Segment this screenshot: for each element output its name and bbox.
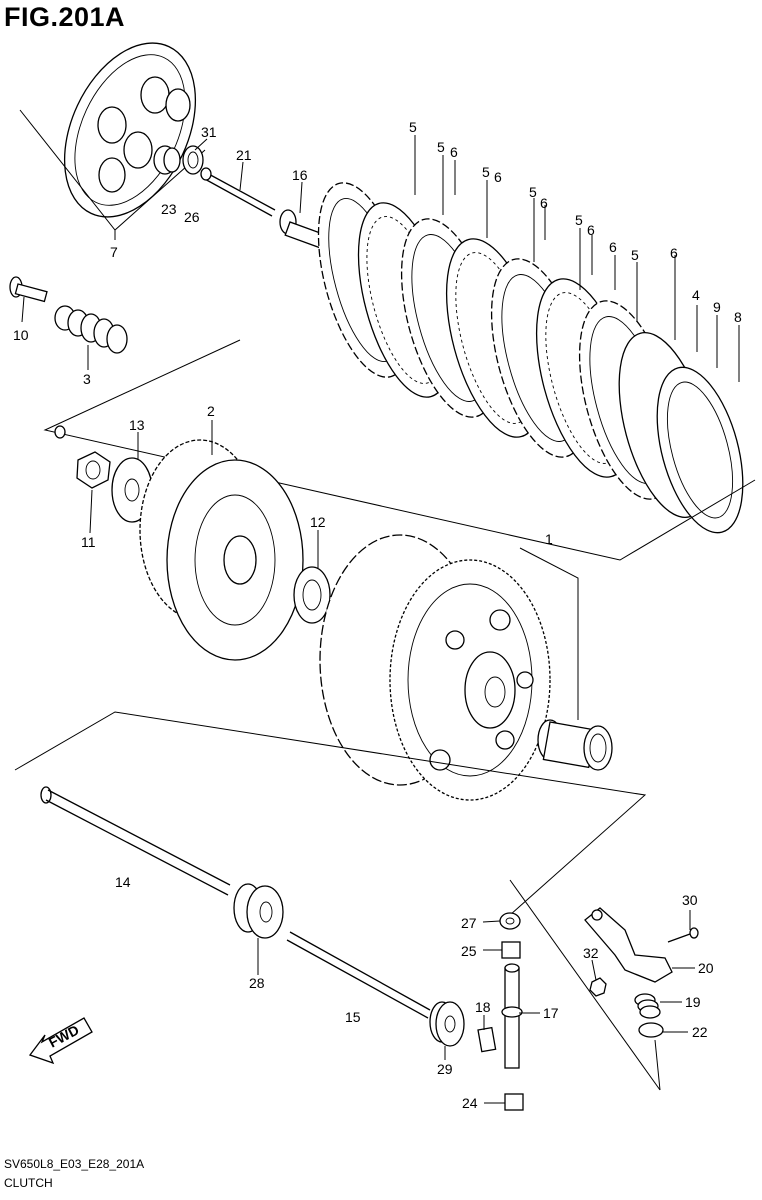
- callout-15: 15: [345, 1009, 361, 1025]
- rod-14-part: [40, 786, 231, 896]
- callout-6: 6: [450, 144, 458, 160]
- release-shaft-17-part: [501, 963, 523, 1069]
- callout-25: 25: [461, 943, 477, 959]
- washer-22-part: [638, 1022, 664, 1038]
- figure-title: FIG.201A: [4, 2, 126, 32]
- callout-32: 32: [583, 945, 599, 961]
- nut-11-part: [76, 451, 111, 489]
- bracket-line: [14, 711, 647, 916]
- callout-9: 9: [713, 299, 721, 315]
- primary-driven-gear-1-part: [319, 534, 551, 801]
- bearing-24-part: [504, 1093, 524, 1111]
- callout-7: 7: [110, 244, 118, 260]
- callout-26: 26: [184, 209, 200, 225]
- callout-3: 3: [83, 371, 91, 387]
- callout-22: 22: [692, 1024, 708, 1040]
- callout-10: 10: [13, 327, 29, 343]
- washer-12-part: [293, 566, 331, 624]
- callout-6: 6: [494, 169, 502, 185]
- callout-5: 5: [409, 119, 417, 135]
- callout-16: 16: [292, 167, 308, 183]
- spring-3-part: [54, 305, 128, 354]
- clutch-plates-stack: [317, 182, 744, 534]
- push-rod-part: [200, 167, 276, 217]
- callout-5: 5: [437, 139, 445, 155]
- callout-18: 18: [475, 999, 491, 1015]
- spring-19-part: [634, 993, 661, 1019]
- callout-14: 14: [115, 874, 131, 890]
- callout-19: 19: [685, 994, 701, 1010]
- callout-29: 29: [437, 1061, 453, 1077]
- callout-labels: 5 5 6 5 6 5 6 5 6 6 5 6 4 9 8 31 21 16 2…: [13, 119, 742, 1111]
- bolt-10-part: [9, 276, 48, 303]
- callout-13: 13: [129, 417, 145, 433]
- bracket-line: [43, 339, 756, 561]
- callout-6: 6: [587, 222, 595, 238]
- diagram-code: SV650L8_E03_E28_201A: [4, 1157, 145, 1171]
- callout-31: 31: [201, 124, 217, 140]
- callout-1: 1: [545, 531, 553, 547]
- bearing-28-part: [233, 883, 284, 939]
- sleeve-hub-2-part: [139, 439, 304, 661]
- callout-6: 6: [540, 195, 548, 211]
- callout-4: 4: [692, 287, 700, 303]
- callout-2: 2: [207, 403, 215, 419]
- nut-32-part: [589, 977, 607, 997]
- callout-5: 5: [529, 184, 537, 200]
- pin-18-part: [477, 1026, 497, 1053]
- fwd-arrow-icon: FWD: [28, 1017, 93, 1065]
- bolt-30-part: [667, 927, 699, 943]
- callout-27: 27: [461, 915, 477, 931]
- callout-23: 23: [161, 201, 177, 217]
- leader-lines: [21, 135, 740, 1104]
- callout-24: 24: [462, 1095, 478, 1111]
- bearing-29-part: [429, 1001, 465, 1047]
- callout-6: 6: [670, 245, 678, 261]
- bracket-line: [519, 547, 579, 720]
- callout-8: 8: [734, 309, 742, 325]
- callout-21: 21: [236, 147, 252, 163]
- callout-28: 28: [249, 975, 265, 991]
- callout-20: 20: [698, 960, 714, 976]
- washer-part: [163, 147, 181, 173]
- callout-17: 17: [543, 1005, 559, 1021]
- callout-30: 30: [682, 892, 698, 908]
- callout-11: 11: [81, 534, 96, 550]
- diagram-name: CLUTCH: [4, 1176, 53, 1190]
- callout-5: 5: [631, 247, 639, 263]
- bearing-part: [182, 145, 204, 175]
- callout-12: 12: [310, 514, 326, 530]
- bearing-25-part: [501, 941, 521, 959]
- callout-5: 5: [482, 164, 490, 180]
- pressure-plate-part: [63, 42, 197, 218]
- bracket-line: [509, 879, 661, 1091]
- callout-6: 6: [609, 239, 617, 255]
- callout-5: 5: [575, 212, 583, 228]
- release-lever-20-part: [584, 907, 673, 983]
- seal-27-part: [499, 912, 521, 930]
- sleeve-part: [537, 719, 613, 771]
- rod-15-part: [286, 931, 431, 1019]
